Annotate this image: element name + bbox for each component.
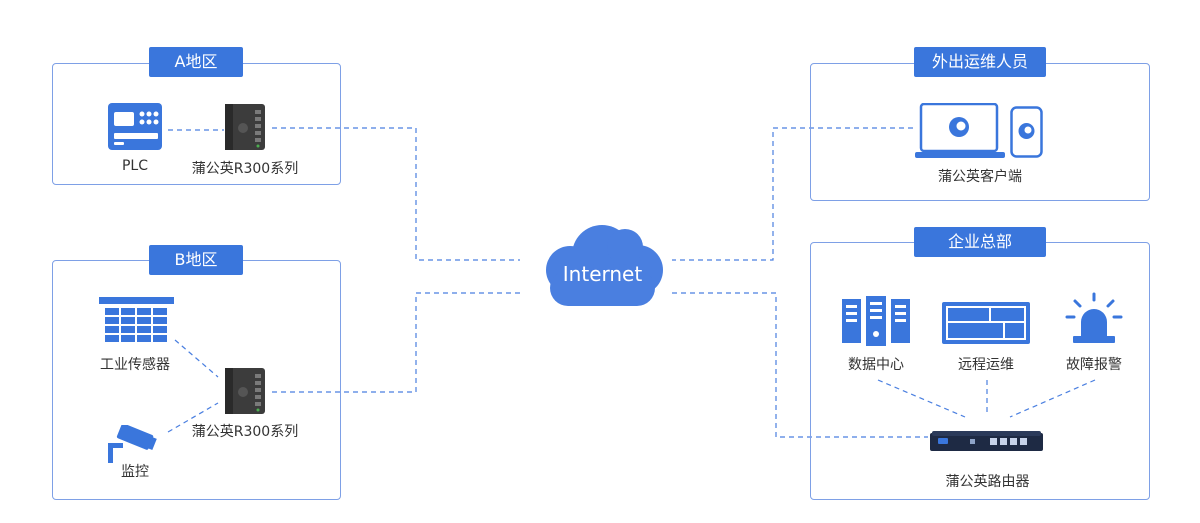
remote-label: 远程运维 [958, 357, 1014, 373]
region-hq-title: 企业总部 [914, 227, 1046, 257]
link-alarm-router [1009, 379, 1096, 418]
alarm-light-icon [1065, 292, 1123, 343]
datacenter-label: 数据中心 [848, 357, 904, 373]
camera-label: 监控 [121, 464, 149, 480]
link-sensor-router [174, 339, 219, 378]
region-staff-title: 外出运维人员 [914, 47, 1046, 77]
server-icon [842, 296, 910, 346]
b-router-label: 蒲公英R300系列 [191, 424, 299, 440]
link-camera-router [167, 402, 219, 433]
monitor-panel-icon [942, 302, 1030, 344]
link-datacenter-router [877, 379, 966, 418]
region-b-title: B地区 [149, 245, 243, 275]
industrial-router-icon [225, 104, 265, 150]
plc-label: PLC [121, 158, 149, 174]
phone-icon [1010, 106, 1043, 158]
link-b-internet [272, 292, 520, 393]
plc-icon [108, 103, 162, 150]
laptop-icon [915, 103, 1005, 158]
client-label: 蒲公英客户端 [938, 169, 1022, 185]
sensor-label: 工业传感器 [100, 357, 170, 373]
region-a-title: A地区 [149, 47, 243, 77]
hq-router-label: 蒲公英路由器 [945, 474, 1030, 490]
cloud-icon [546, 225, 663, 306]
link-hq-internet [672, 292, 928, 438]
alarm-label: 故障报警 [1066, 357, 1122, 373]
camera-icon [108, 425, 157, 463]
rack-router-icon [930, 431, 1043, 451]
internet-label: Internet [562, 262, 643, 286]
region-b [52, 260, 341, 500]
sensor-grid-icon [99, 297, 174, 342]
link-a-internet [272, 127, 520, 261]
b-industrial-router-icon [225, 368, 265, 414]
a-router-label: 蒲公英R300系列 [191, 161, 299, 177]
